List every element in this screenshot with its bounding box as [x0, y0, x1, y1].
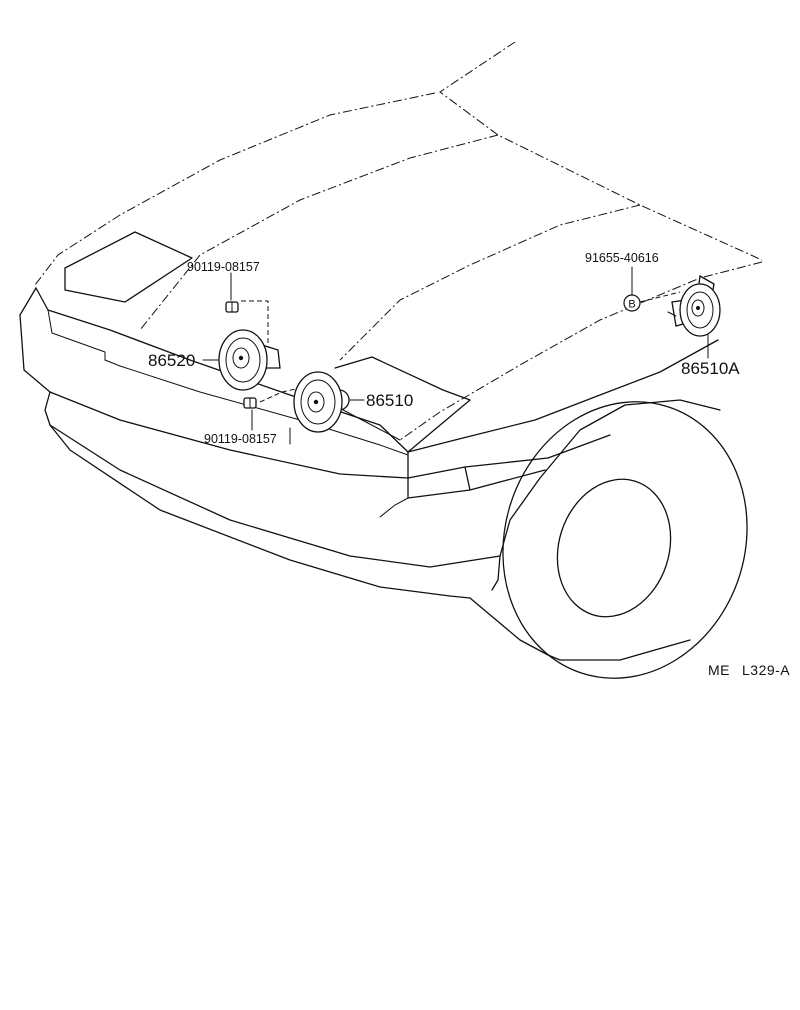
horn-86520-part	[218, 329, 281, 391]
car-body-outline	[19, 41, 763, 679]
horn-86510A-part	[667, 274, 721, 337]
part-label-horn-86510A: 86510A	[681, 359, 740, 378]
leader-lines	[202, 266, 709, 431]
part-label-nut-right: 91655-40616	[585, 251, 659, 265]
part-label-bolt-lower: 90119-08157	[204, 432, 277, 446]
nut-marker-letter: B	[628, 299, 635, 311]
footer-code: L329-A	[742, 662, 790, 678]
part-label-horn-86510: 86510	[366, 391, 413, 410]
part-label-bolt-upper: 90119-08157	[187, 260, 260, 274]
part-label-horn-86520: 86520	[148, 351, 195, 370]
bolt-lower-part	[243, 397, 257, 409]
nut-marker-badge: B	[623, 294, 641, 312]
footer-prefix: ME	[708, 662, 730, 678]
bolt-upper-part	[225, 301, 239, 313]
horn-86510-part	[293, 371, 350, 433]
